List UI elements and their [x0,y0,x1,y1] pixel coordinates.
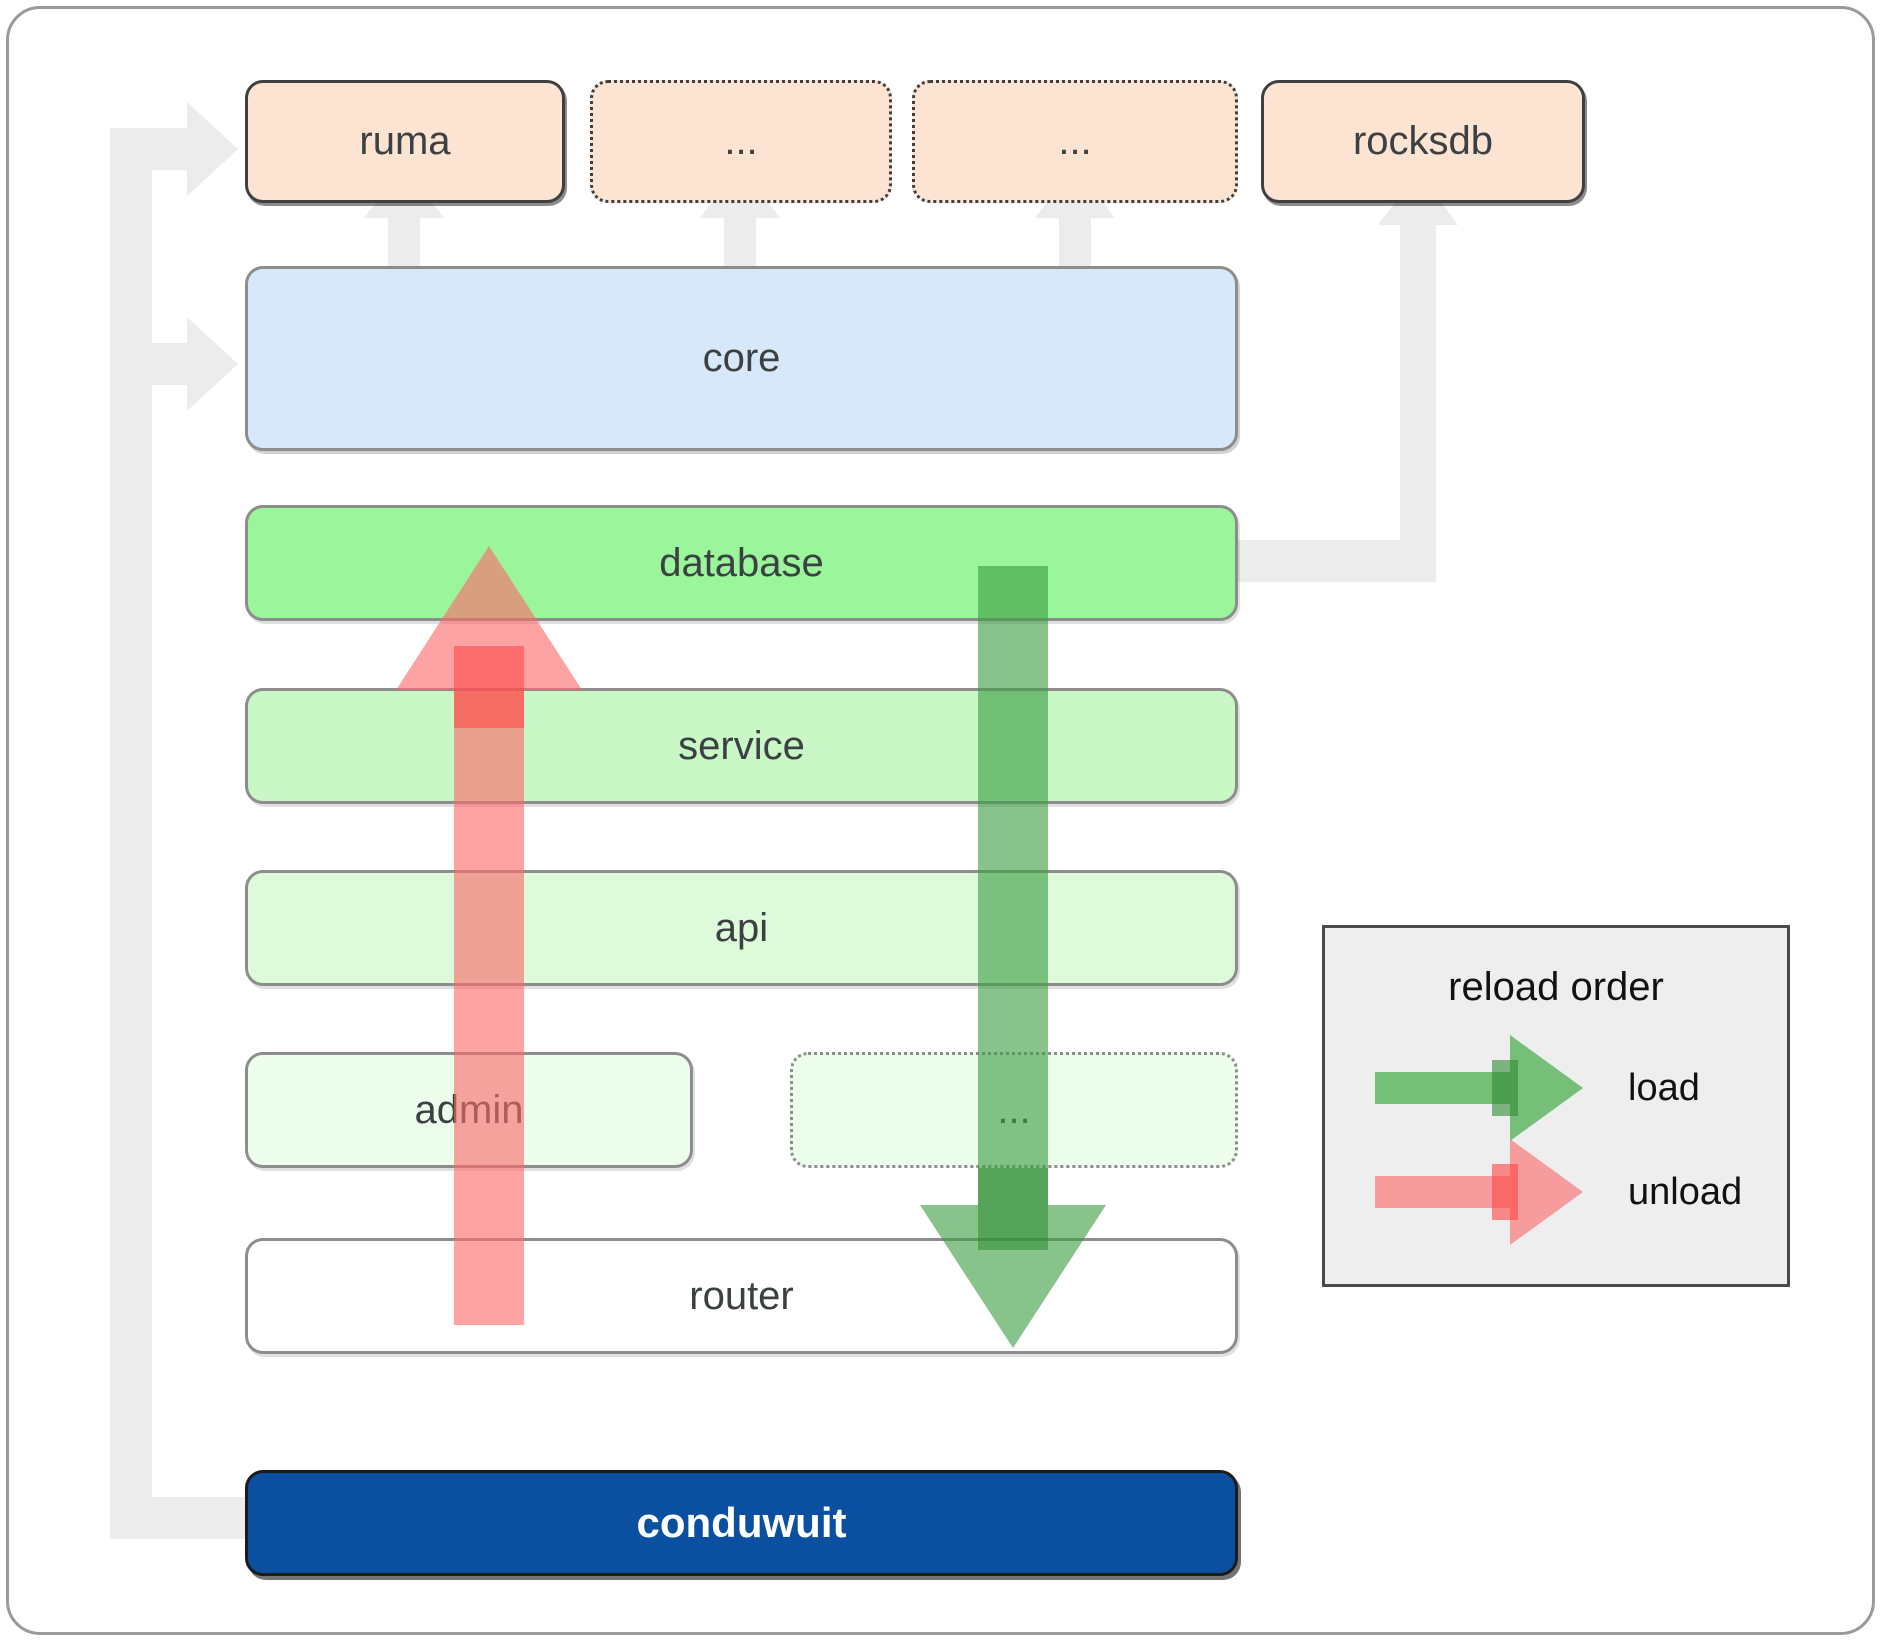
dependency-ellipsis-2-label: ... [1058,119,1092,163]
layer-database-label: database [659,540,824,585]
legend-unload-label: unload [1628,1171,1743,1213]
layer-admin[interactable]: admin [245,1052,693,1168]
layer-database[interactable]: database [245,505,1238,621]
layer-ellipsis-label: ... [997,1087,1031,1132]
layer-api[interactable]: api [245,870,1238,986]
layer-ellipsis[interactable]: ... [790,1052,1238,1168]
diagram-frame [6,6,1875,1635]
layer-admin-label: admin [414,1087,524,1132]
layer-service-label: service [678,723,805,768]
legend-load-label: load [1628,1067,1700,1109]
root-conduwuit-label: conduwuit [636,1499,847,1546]
core-label: core [702,336,781,380]
root-conduwuit[interactable]: conduwuit [245,1470,1238,1576]
layer-service[interactable]: service [245,688,1238,804]
dependency-rocksdb-label: rocksdb [1352,119,1494,163]
dependency-ellipsis-1-label: ... [724,119,758,163]
layer-router[interactable]: router [245,1238,1238,1354]
layer-api-label: api [714,905,769,950]
dependency-ruma-label: ruma [359,119,451,163]
layer-router-label: router [689,1273,794,1318]
core-box[interactable]: core [245,266,1238,451]
dependency-ellipsis-1[interactable]: ... [590,80,892,203]
dependency-ellipsis-2[interactable]: ... [912,80,1238,203]
dependency-ruma[interactable]: ruma [245,80,565,203]
dependency-rocksdb[interactable]: rocksdb [1261,80,1585,203]
legend-title: reload order [1448,965,1664,1009]
